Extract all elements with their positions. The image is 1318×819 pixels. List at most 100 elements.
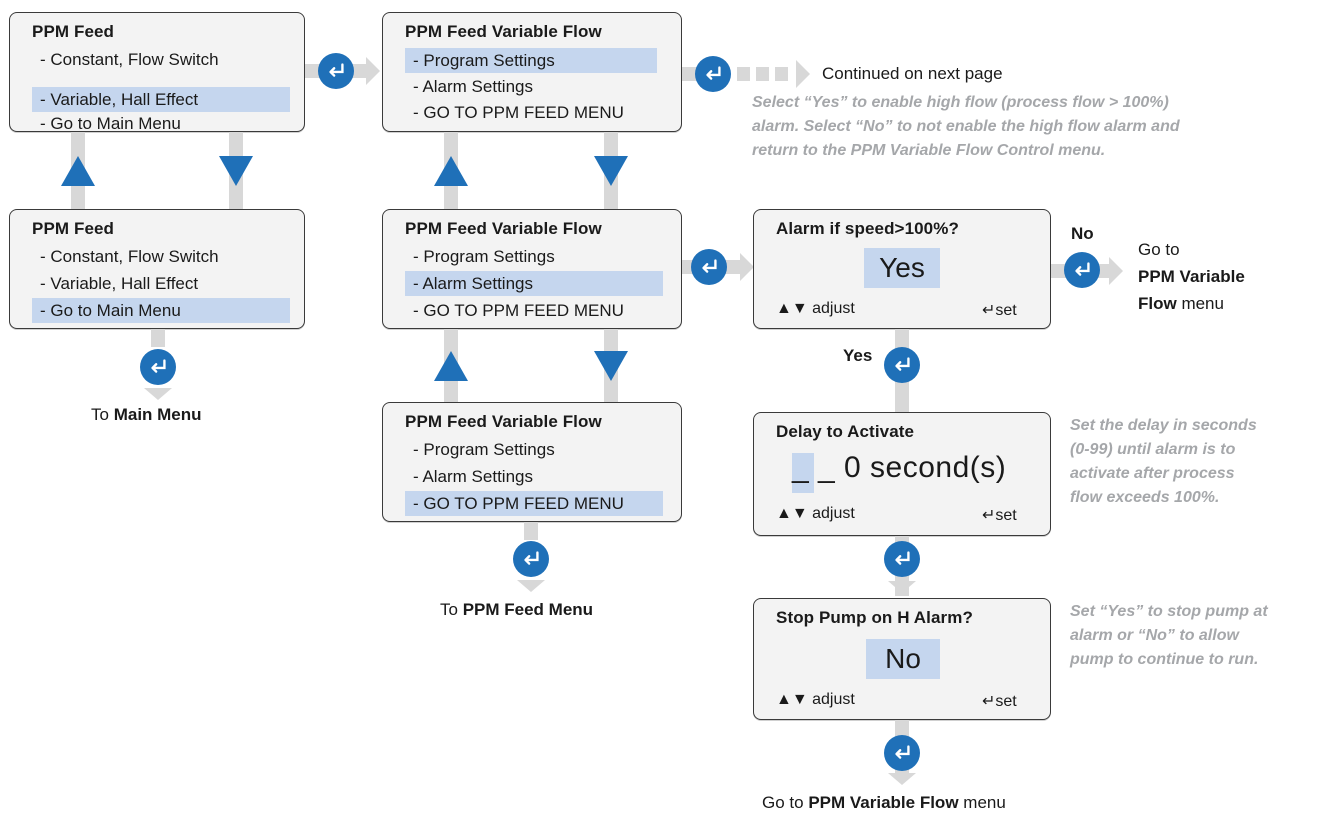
no-label: No [1071, 224, 1094, 243]
set-hint: ↵set [982, 691, 1017, 711]
menu-item-variable[interactable]: - Variable, Hall Effect [32, 87, 290, 112]
screen-title: PPM Feed Variable Flow [405, 22, 602, 41]
enter-return-icon[interactable] [695, 56, 731, 92]
delay-activate-screen: Delay to Activate _ _ 0 second(s) ▲▼ adj… [753, 412, 1051, 536]
arrow-down-icon [888, 773, 916, 785]
menu-item-program-settings[interactable]: - Program Settings [405, 48, 657, 73]
enter-return-icon[interactable] [691, 249, 727, 285]
arrow-right-icon [796, 60, 810, 88]
menu-item-go-ppm-feed[interactable]: - GO TO PPM FEED MENU [413, 301, 624, 320]
to-main-menu-label: To Main Menu [91, 405, 202, 425]
goto-bottom-label: Go to PPM Variable Flow menu [762, 793, 1006, 813]
set-label: set [995, 302, 1017, 319]
label-prefix: To [440, 600, 458, 619]
adjust-hint: ▲▼ adjust [776, 300, 855, 318]
triangle-down-icon[interactable] [219, 156, 253, 186]
enter-return-icon[interactable] [140, 349, 176, 385]
alarm-value[interactable]: Yes [864, 248, 940, 288]
note-line: (0-99) until alarm is to [1070, 441, 1236, 458]
screen-title: Delay to Activate [776, 422, 915, 441]
delay-value[interactable]: _ _ 0 second(s) [792, 451, 1007, 484]
menu-item-variable[interactable]: - Variable, Hall Effect [40, 274, 199, 293]
up-down-icon: ▲▼ [776, 691, 808, 708]
enter-small-icon: ↵ [982, 302, 996, 319]
label-line: Flow menu [1138, 290, 1245, 317]
variable-flow-screen-1: PPM Feed Variable Flow - Program Setting… [382, 12, 682, 132]
menu-item-go-ppm-feed[interactable]: - GO TO PPM FEED MENU [413, 103, 624, 122]
arrow-right-icon [1109, 257, 1123, 285]
label-text: menu [1176, 294, 1224, 313]
note-line: Set “Yes” to stop pump at [1070, 603, 1268, 620]
menu-item-constant[interactable]: - Constant, Flow Switch [40, 247, 219, 266]
arrow-down-icon [144, 388, 172, 400]
label-bold: PPM Variable Flow [808, 793, 959, 812]
note-line: Select “Yes” to enable high flow (proces… [752, 94, 1169, 111]
screen-title: PPM Feed [32, 219, 115, 238]
enter-small-icon: ↵ [982, 507, 996, 524]
variable-flow-screen-2: PPM Feed Variable Flow - Program Setting… [382, 209, 682, 329]
adjust-label: adjust [812, 505, 855, 522]
ppm-feed-screen-2: PPM Feed - Constant, Flow Switch - Varia… [9, 209, 305, 329]
stop-pump-screen: Stop Pump on H Alarm? No ▲▼ adjust ↵set [753, 598, 1051, 720]
note-stop-pump: Set “Yes” to stop pump at alarm or “No” … [1070, 600, 1310, 672]
menu-item-main-menu[interactable]: - Go to Main Menu [32, 298, 290, 323]
screen-title: PPM Feed [32, 22, 115, 41]
menu-item-go-ppm-feed[interactable]: - GO TO PPM FEED MENU [405, 491, 663, 516]
adjust-label: adjust [812, 300, 855, 317]
triangle-down-icon[interactable] [594, 351, 628, 381]
menu-item-constant[interactable]: - Constant, Flow Switch [40, 50, 219, 69]
note-enable-alarm: Select “Yes” to enable high flow (proces… [752, 91, 1312, 163]
menu-item-alarm-settings[interactable]: - Alarm Settings [413, 77, 533, 96]
note-line: Set the delay in seconds [1070, 417, 1257, 434]
set-label: set [995, 507, 1017, 524]
enter-return-icon[interactable] [884, 735, 920, 771]
continued-label: Continued on next page [822, 64, 1003, 83]
note-bold: PPM Variable Flow Control [850, 142, 1054, 159]
label-line: PPM Variable [1138, 267, 1245, 286]
enter-return-icon[interactable] [1064, 252, 1100, 288]
screen-title: PPM Feed Variable Flow [405, 412, 602, 431]
arrow-right-icon [366, 57, 380, 85]
note-delay: Set the delay in seconds (0-99) until al… [1070, 414, 1310, 510]
note-line: flow exceeds 100%. [1070, 489, 1220, 506]
note-line: return to the PPM Variable Flow Control … [752, 139, 1312, 163]
enter-small-icon: ↵ [982, 693, 996, 710]
label-bold: Flow [1138, 294, 1177, 313]
label-prefix: To [91, 405, 109, 424]
menu-item-main-menu[interactable]: - Go to Main Menu [40, 114, 181, 133]
ppm-feed-screen-1: PPM Feed - Constant, Flow Switch - Varia… [9, 12, 305, 133]
label-bold: PPM Feed Menu [462, 600, 594, 619]
menu-item-alarm-settings[interactable]: - Alarm Settings [405, 271, 663, 296]
label-suffix: menu [963, 793, 1006, 812]
arrow-down-icon [888, 581, 916, 593]
note-line: pump to continue to run. [1070, 651, 1259, 668]
screen-title: PPM Feed Variable Flow [405, 219, 602, 238]
menu-item-alarm-settings[interactable]: - Alarm Settings [413, 467, 533, 486]
stop-pump-value[interactable]: No [866, 639, 940, 679]
goto-variable-flow-label: Go to PPM Variable Flow menu [1138, 236, 1245, 317]
screen-title: Alarm if speed>100%? [776, 219, 959, 238]
arrow-down-icon [517, 580, 545, 592]
enter-return-icon[interactable] [513, 541, 549, 577]
note-text: return to the [752, 142, 851, 159]
triangle-up-icon[interactable] [434, 156, 468, 186]
dashed-connector [775, 67, 788, 81]
note-line: alarm or “No” to allow [1070, 627, 1239, 644]
set-hint: ↵set [982, 505, 1017, 525]
triangle-down-icon[interactable] [594, 156, 628, 186]
menu-item-program-settings[interactable]: - Program Settings [413, 247, 555, 266]
note-line: alarm. Select “No” to not enable the hig… [752, 118, 1180, 135]
alarm-speed-screen: Alarm if speed>100%? Yes ▲▼ adjust ↵set [753, 209, 1051, 329]
set-label: set [995, 693, 1017, 710]
label-bold: Main Menu [113, 405, 202, 424]
arrow-right-icon [740, 253, 754, 281]
menu-item-program-settings[interactable]: - Program Settings [413, 440, 555, 459]
triangle-up-icon[interactable] [434, 351, 468, 381]
enter-return-icon[interactable] [318, 53, 354, 89]
enter-return-icon[interactable] [884, 347, 920, 383]
enter-return-icon[interactable] [884, 541, 920, 577]
note-line: activate after process [1070, 465, 1235, 482]
label-prefix: Go to [762, 793, 804, 812]
set-hint: ↵set [982, 300, 1017, 320]
triangle-up-icon[interactable] [61, 156, 95, 186]
